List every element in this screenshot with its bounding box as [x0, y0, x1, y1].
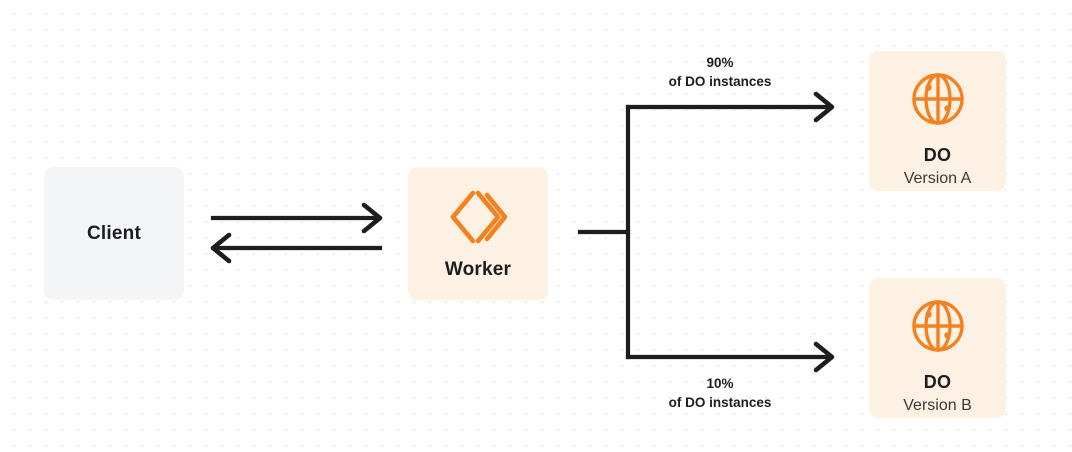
edge-label-do-b: 10% of DO instances	[637, 374, 803, 412]
edge-label-do-a-percent: 90%	[706, 55, 734, 70]
do-b-title: DO	[923, 372, 952, 392]
edge-worker-to-client	[210, 232, 383, 264]
edge-label-do-a: 90% of DO instances	[637, 53, 803, 91]
edge-label-do-a-description: of DO instances	[668, 74, 772, 89]
node-client[interactable]: Client	[44, 167, 184, 300]
cloudflare-workers-icon	[447, 188, 509, 246]
do-b-subtitle: Version B	[903, 397, 972, 414]
edge-worker-to-do-b	[625, 341, 835, 373]
edge-label-do-b-percent: 10%	[706, 376, 734, 391]
edge-label-do-b-description: of DO instances	[668, 395, 772, 410]
node-worker[interactable]: Worker	[408, 167, 548, 300]
do-a-title: DO	[923, 145, 952, 165]
globe-icon	[909, 70, 967, 128]
client-label: Client	[87, 222, 141, 244]
edge-client-to-worker	[210, 202, 383, 234]
node-do-version-b[interactable]: DO Version B	[869, 278, 1006, 418]
do-a-subtitle: Version A	[903, 170, 972, 187]
edge-worker-to-do-a	[625, 91, 835, 123]
globe-icon	[909, 297, 967, 355]
worker-label: Worker	[444, 259, 512, 280]
node-do-version-a[interactable]: DO Version A	[869, 51, 1006, 191]
edge-worker-branch-trunk	[577, 104, 631, 360]
